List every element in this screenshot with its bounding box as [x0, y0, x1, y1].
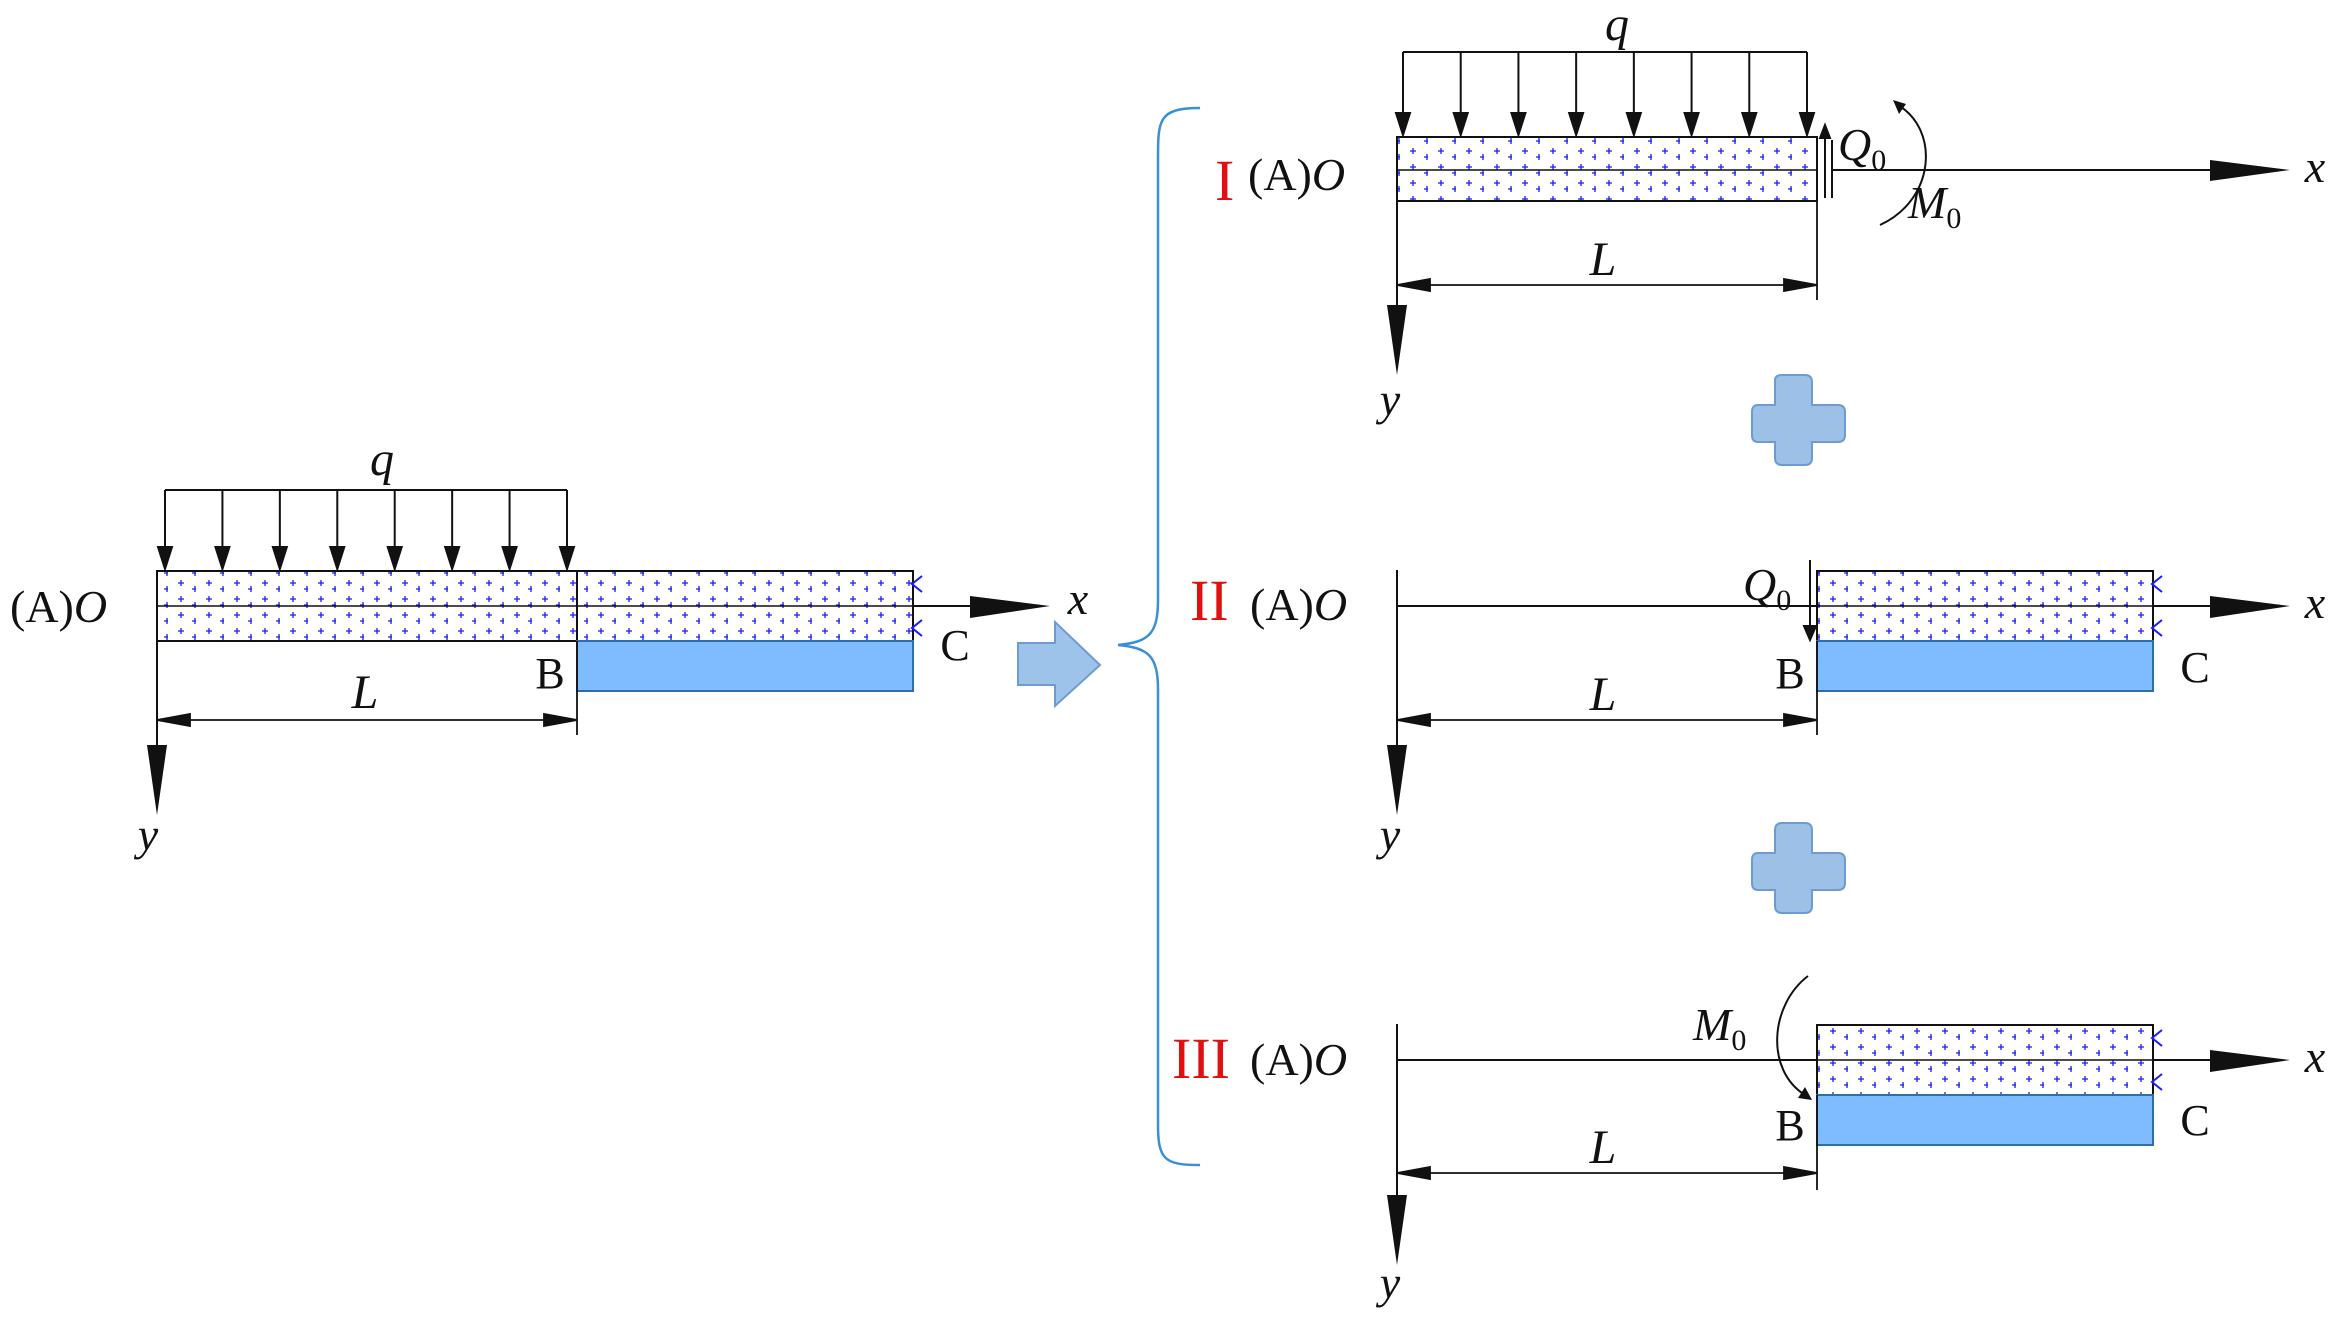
- origin-label: (A)O: [1248, 149, 1345, 200]
- y-axis-label: y: [1376, 809, 1401, 860]
- load-arrow-head: [386, 546, 404, 573]
- point-c-label: C: [940, 621, 969, 670]
- load-arrow-head: [558, 546, 576, 573]
- foundation-soil: [1816, 1094, 2154, 1146]
- moment-subscript: 0: [1946, 202, 1961, 235]
- origin-prefix: (A): [1250, 1034, 1314, 1085]
- x-axis-label: x: [2304, 1031, 2326, 1082]
- shear-symbol: Q: [1743, 559, 1776, 610]
- shear-subscript: 0: [1871, 144, 1886, 177]
- point-b-label: B: [1775, 1101, 1804, 1150]
- shear-force-arrow: [1818, 122, 1833, 198]
- point-b-label: B: [1775, 649, 1804, 698]
- load-arrow-head: [1740, 112, 1758, 139]
- origin-label: (A)O: [1250, 579, 1347, 630]
- origin-label: (A)O: [1250, 1034, 1347, 1085]
- grout-layer: [1396, 136, 1818, 202]
- moment-label: M0: [1692, 999, 1746, 1057]
- curly-brace: [1117, 106, 1201, 1167]
- length-label: L: [351, 666, 379, 719]
- case-three: III (A)O M0 x y L: [1172, 975, 2326, 1308]
- right-arrow-icon: [1017, 619, 1102, 709]
- plus-icon: [1751, 822, 1846, 914]
- load-arrow-head: [1394, 112, 1412, 139]
- origin-letter: O: [1314, 579, 1347, 630]
- shear-label: Q0: [1743, 559, 1791, 617]
- moment-arrow: [1879, 100, 1927, 226]
- load-label: q: [1605, 0, 1629, 51]
- moment-arrow: [1776, 975, 1812, 1100]
- x-axis-arrow: [2210, 160, 2290, 181]
- load-arrow-head: [214, 546, 231, 573]
- distributed-load: [156, 489, 576, 573]
- moment-subscript: 0: [1731, 1024, 1746, 1057]
- y-axis-label: y: [1376, 1257, 1401, 1308]
- plus-icon: [1751, 374, 1846, 466]
- grout-layer-bc: [1816, 570, 2163, 642]
- length-label: L: [1589, 233, 1617, 286]
- x-axis-label: x: [2304, 577, 2326, 628]
- x-axis-arrow: [2210, 596, 2290, 618]
- x-axis-label: x: [2304, 141, 2326, 192]
- foundation-soil: [1816, 640, 2154, 692]
- load-arrow-head: [1625, 112, 1643, 139]
- case-two-label: II: [1190, 568, 1229, 633]
- x-axis-label: x: [1067, 573, 1089, 624]
- length-label: L: [1589, 668, 1617, 721]
- length-dimension: [1396, 641, 1818, 735]
- grout-layer-ob: [156, 570, 578, 642]
- load-arrow-head: [1510, 112, 1527, 139]
- length-dimension: [1396, 201, 1818, 300]
- origin-prefix: (A): [1250, 579, 1314, 630]
- moment-label: M0: [1907, 177, 1961, 235]
- moment-symbol: M: [1692, 999, 1734, 1050]
- origin-letter: O: [1312, 149, 1345, 200]
- y-axis-label: y: [1376, 374, 1401, 425]
- x-axis-arrow: [2210, 1050, 2290, 1072]
- shear-force-arrow: [1802, 560, 1818, 643]
- y-axis-arrow: [1387, 305, 1407, 375]
- load-arrow-head: [1683, 112, 1700, 139]
- load-arrow-head: [1798, 112, 1816, 139]
- origin-prefix: (A): [10, 581, 74, 632]
- load-arrow-head: [1567, 112, 1585, 139]
- shear-label: Q0: [1838, 119, 1886, 177]
- grout-layer-bc: [1816, 1024, 2163, 1096]
- point-c-label: C: [2180, 643, 2209, 692]
- origin-letter: O: [74, 581, 107, 632]
- point-b-label: B: [535, 649, 564, 698]
- foundation-soil: [576, 640, 914, 692]
- load-arrow-head: [1452, 112, 1470, 139]
- y-axis-label: y: [134, 809, 159, 860]
- load-arrow-head: [501, 546, 518, 573]
- case-two: II (A)O Q0 x y L B: [1190, 559, 2326, 860]
- load-arrow-head: [443, 546, 461, 573]
- length-dimension: [156, 641, 578, 735]
- load-arrow-head: [271, 546, 289, 573]
- point-c-label: C: [2180, 1096, 2209, 1145]
- shear-subscript: 0: [1776, 584, 1791, 617]
- length-label: L: [1589, 1121, 1617, 1174]
- moment-symbol: M: [1907, 177, 1949, 228]
- y-axis-arrow: [147, 745, 167, 815]
- shear-symbol: Q: [1838, 119, 1871, 170]
- y-axis-arrow: [1387, 1195, 1407, 1265]
- origin-letter: O: [1314, 1034, 1347, 1085]
- y-axis-arrow: [1387, 745, 1407, 815]
- original-system: q x y (A)O L B: [10, 433, 1089, 860]
- origin-prefix: (A): [1248, 149, 1312, 200]
- x-axis-arrow: [970, 596, 1050, 618]
- grout-layer-bc: [576, 570, 923, 642]
- case-one-label: I: [1215, 148, 1234, 213]
- load-arrow-head: [328, 546, 346, 573]
- length-dimension: [1396, 1095, 1818, 1190]
- case-three-label: III: [1172, 1026, 1230, 1091]
- load-arrow-head: [156, 546, 174, 573]
- case-one: I (A)O q Q0 M0: [1215, 0, 2326, 425]
- distributed-load: [1394, 51, 1816, 139]
- origin-label: (A)O: [10, 581, 107, 632]
- load-label: q: [370, 433, 394, 486]
